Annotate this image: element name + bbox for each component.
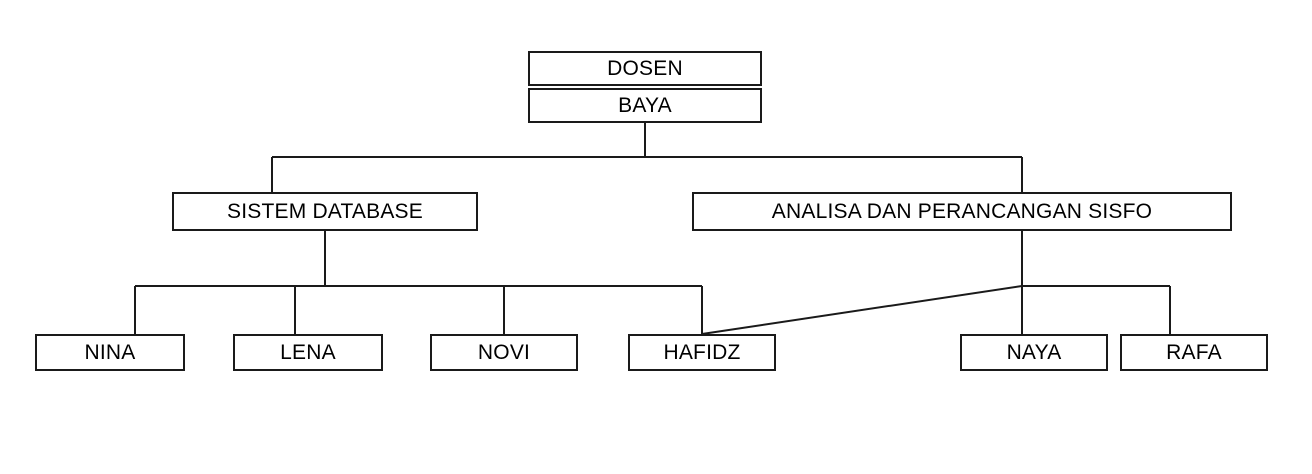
- node-dosen[interactable]: DOSEN: [528, 51, 762, 86]
- node-label-lena: LENA: [280, 341, 336, 364]
- node-novi[interactable]: NOVI: [430, 334, 578, 371]
- node-label-baya: BAYA: [618, 94, 672, 117]
- node-label-dosen: DOSEN: [607, 57, 683, 80]
- node-label-novi: NOVI: [477, 341, 531, 364]
- node-label-rafa: RAFA: [1166, 341, 1222, 364]
- node-label-sistem: SISTEM DATABASE: [227, 200, 423, 223]
- connector-analisa-to-hafidz-diagonal: [701, 285, 1023, 335]
- node-lena[interactable]: LENA: [233, 334, 383, 371]
- node-rafa[interactable]: RAFA: [1120, 334, 1268, 371]
- node-label-nina: NINA: [84, 341, 136, 364]
- node-sistem[interactable]: SISTEM DATABASE: [172, 192, 478, 231]
- node-naya[interactable]: NAYA: [960, 334, 1108, 371]
- node-label-naya: NAYA: [1006, 341, 1062, 364]
- node-label-analisa: ANALISA DAN PERANCANGAN SISFO: [771, 200, 1153, 223]
- node-hafidz[interactable]: HAFIDZ: [628, 334, 776, 371]
- node-analisa[interactable]: ANALISA DAN PERANCANGAN SISFO: [692, 192, 1232, 231]
- node-nina[interactable]: NINA: [35, 334, 185, 371]
- node-label-hafidz: HAFIDZ: [663, 341, 741, 364]
- node-baya[interactable]: BAYA: [528, 88, 762, 123]
